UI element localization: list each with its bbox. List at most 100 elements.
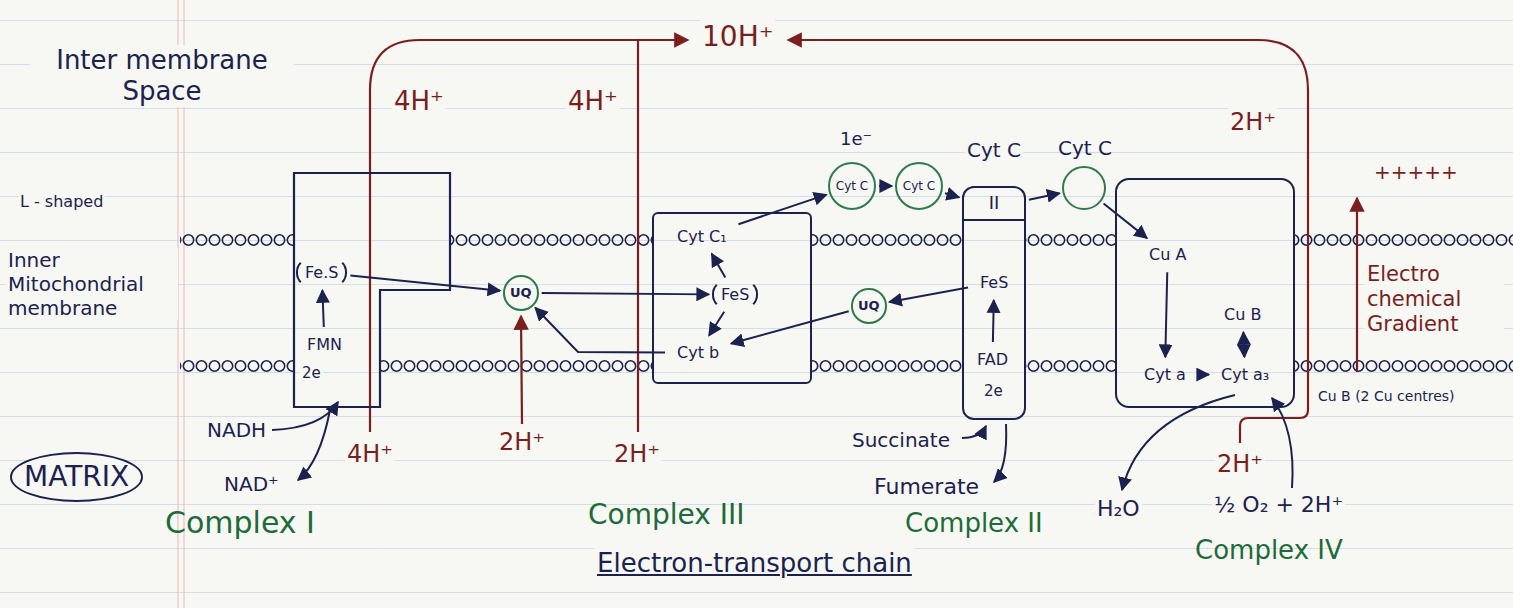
gradient-label: Electro chemical Gradient xyxy=(1365,262,1504,338)
node-text: FMN xyxy=(307,335,342,354)
electron-count: 1e⁻ xyxy=(838,128,874,150)
proton-count: 4H⁺ xyxy=(392,86,446,117)
electron-flow-arrow xyxy=(322,290,323,327)
lipid-row xyxy=(180,359,293,373)
lipid-row xyxy=(812,359,962,373)
complex-heading: Complex I xyxy=(165,505,315,541)
proton-pump-arrow xyxy=(788,40,1308,443)
cytochrome-c-circle: Cyt C xyxy=(1062,166,1106,210)
protein-complex: Complex IIICyt C₁FeSCyt b xyxy=(652,212,812,384)
electron-count: 2e xyxy=(982,382,1005,400)
electron-flow-arrow xyxy=(889,287,968,302)
node-text: UQ xyxy=(858,298,880,314)
cytochrome-label: Cyt a xyxy=(1135,360,1195,389)
ubiquinone-circle: UQ xyxy=(503,275,539,311)
electron-flow-arrow xyxy=(879,185,892,187)
node-text: II xyxy=(989,192,1000,214)
node-text: Cyt a₃ xyxy=(1221,365,1269,384)
electron-flow-arrow xyxy=(1029,193,1060,199)
node-text: Cu B xyxy=(1224,305,1261,324)
electron-flow-arrow xyxy=(1165,272,1167,357)
electron-flow-arrow xyxy=(350,276,500,291)
proton-count: 2H⁺ xyxy=(612,440,662,469)
complex-outline-path xyxy=(294,173,450,407)
gradient-arrow xyxy=(1356,198,1358,372)
electron-flow-arrow xyxy=(1104,204,1147,239)
lipid-row xyxy=(1295,359,1513,373)
proton-count: 4H⁺ xyxy=(345,440,395,469)
proton-count: 2H⁺ xyxy=(1228,108,1278,137)
node-text: UQ xyxy=(510,285,532,301)
proton-pumps xyxy=(370,40,1357,443)
ubiquinone-circle: UQ xyxy=(851,288,887,324)
carrier-label: Cyt C xyxy=(965,138,1023,162)
annotation: Cu B (2 Cu centres) xyxy=(1316,388,1457,405)
cytochrome-c-circle: Cyt C xyxy=(828,162,876,210)
cytochrome-c-circle: Cyt C xyxy=(895,162,943,210)
node-text: Cyt b xyxy=(677,343,719,362)
iron-sulfur-cluster: FeS xyxy=(971,268,1017,297)
proton-uptake-arrow xyxy=(521,316,522,424)
product-label: H₂O xyxy=(1095,496,1142,522)
electron-flow-arrow xyxy=(535,308,665,353)
proton-pump-arrow xyxy=(370,40,688,432)
electron-flow-arrow xyxy=(945,193,959,197)
electron-flow-arrow xyxy=(709,312,724,336)
substrate-label: NADH xyxy=(205,418,268,442)
product-label: Fumerate xyxy=(872,474,981,500)
product-label: NAD⁺ xyxy=(222,472,281,496)
region-label: Inter membrane Space xyxy=(30,45,294,107)
electron-flow-arrow xyxy=(712,254,726,278)
complex-divider-line xyxy=(964,219,1024,221)
lipid-row xyxy=(451,233,652,247)
electron-flow-arrow xyxy=(738,195,826,225)
copper-centre: Cu A xyxy=(1140,240,1195,269)
complex-heading: Complex IV xyxy=(1195,535,1343,566)
carrier-heading: Cyt C xyxy=(1058,136,1112,160)
charge-marks: +++++ xyxy=(1372,160,1460,184)
electron-flow-arrow xyxy=(731,311,849,343)
lipid-row xyxy=(1295,233,1513,247)
lipid-row xyxy=(180,233,293,247)
node-text: Cyt a xyxy=(1144,365,1186,384)
substrate-label: Succinate xyxy=(850,428,952,452)
node-text: FAD xyxy=(977,350,1008,369)
copper-centre: Cu B xyxy=(1215,300,1270,329)
node-text: Cyt C xyxy=(836,179,868,193)
iron-sulfur-cluster: Fe.S xyxy=(296,258,347,287)
complex-heading: Complex III xyxy=(588,498,745,532)
protein-complex: Complex IVCu ACu BCyt aCyt a₃ xyxy=(1115,178,1295,408)
flavin-cofactor: FMN xyxy=(298,330,351,359)
region-label: Inner Mitochondrial membrane xyxy=(6,248,178,320)
node-text: Fe.S xyxy=(305,263,338,282)
lipid-row xyxy=(812,233,962,247)
node-text: FeS xyxy=(721,285,749,304)
proton-pump-line xyxy=(637,40,639,432)
region-label: MATRIX xyxy=(10,452,143,502)
lipid-row xyxy=(380,359,652,373)
electron-count: 2e xyxy=(300,364,323,382)
cytochrome-label: Cyt C₁ xyxy=(668,222,736,251)
electron-flow-arrow xyxy=(542,293,709,294)
lipid-row xyxy=(1026,359,1115,373)
diagram-caption: Electron-transport chain xyxy=(595,548,914,579)
annotation: L - shaped xyxy=(18,192,105,211)
node-text: FeS xyxy=(980,273,1008,292)
iron-sulfur-cluster: FeS xyxy=(712,280,758,309)
proton-count: 2H⁺ xyxy=(1215,450,1265,479)
lipid-row xyxy=(1026,233,1115,247)
cytochrome-label: Cyt a₃ xyxy=(1212,360,1278,389)
substrate-arrow xyxy=(962,426,986,438)
proton-count: 4H⁺ xyxy=(566,86,620,117)
substrate-arrow xyxy=(1272,398,1293,488)
proton-count: 2H⁺ xyxy=(497,428,547,457)
proton-count: 10H⁺ xyxy=(700,20,775,54)
product-arrow xyxy=(298,410,330,480)
product-arrow xyxy=(994,424,1006,482)
node-text: Cu A xyxy=(1149,245,1186,264)
node-text: Cyt C xyxy=(903,179,935,193)
substrate-label: ½ O₂ + 2H⁺ xyxy=(1212,492,1345,518)
